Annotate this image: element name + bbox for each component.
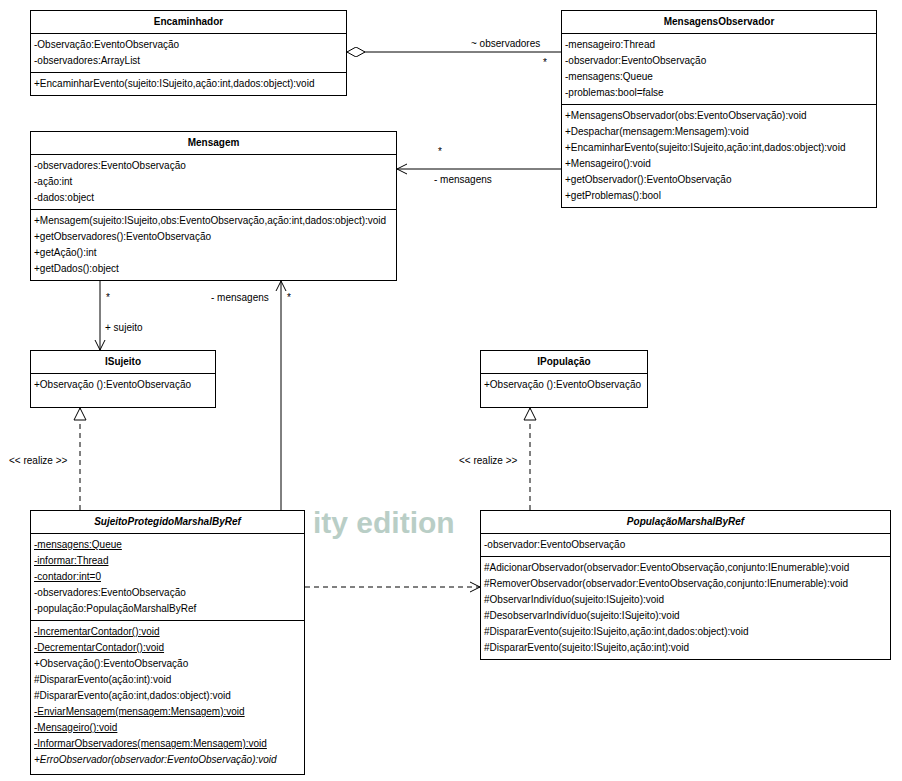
class-name-compartment: Encaminhador bbox=[31, 11, 346, 33]
multiplicity: * bbox=[437, 146, 443, 158]
class-member: +EncaminharEvento(sujeito:ISujeito,ação:… bbox=[565, 140, 845, 156]
class-member: -IncrementarContador():void bbox=[34, 624, 160, 640]
association-line bbox=[100, 281, 101, 350]
multiplicity: * bbox=[542, 57, 548, 69]
class-name: IPopulação bbox=[537, 355, 590, 369]
multiplicity: * bbox=[105, 292, 111, 304]
member-compartment: +MensagensObservador(obs:EventoObservaçã… bbox=[562, 104, 876, 207]
association-line bbox=[281, 281, 282, 510]
member-compartment: #AdicionarObservador(observador:EventoOb… bbox=[481, 556, 890, 659]
class-box: PopulaçãoMarshalByRef-observador:EventoO… bbox=[480, 510, 891, 660]
class-member: #ObservarIndivíduo(sujeito:ISujeito):voi… bbox=[484, 592, 664, 608]
class-member: -problemas:bool=false bbox=[565, 85, 664, 101]
class-member: -ação:int bbox=[34, 174, 72, 190]
multiplicity: * bbox=[286, 292, 292, 304]
member-compartment: +Observação ():EventoObservação bbox=[31, 373, 215, 407]
class-member: -Mensageiro():void bbox=[34, 720, 117, 736]
class-box: ISujeito +Observação ():EventoObservação bbox=[30, 350, 216, 408]
class-member: -mensagens:Queue bbox=[565, 69, 653, 85]
role-label: << realize >> bbox=[8, 455, 68, 467]
role-label: << realize >> bbox=[458, 455, 518, 467]
class-member: -InformarObservadores(mensagem:Mensagem)… bbox=[34, 736, 267, 752]
dependency-line bbox=[80, 408, 81, 510]
association-line bbox=[397, 169, 561, 170]
class-name-compartment: ISujeito bbox=[31, 351, 215, 373]
class-member: +EncaminharEvento(sujeito:ISujeito,ação:… bbox=[34, 76, 314, 92]
role-label: - mensagens bbox=[210, 292, 270, 304]
class-member: +getObservadores():EventoObservação bbox=[34, 229, 211, 245]
class-member: +Observação():EventoObservação bbox=[34, 656, 188, 672]
class-member: -observadores:EventoObservação bbox=[34, 585, 186, 601]
class-member: +getDados():object bbox=[34, 261, 119, 277]
class-member: +ErroObservador(observador:EventoObserva… bbox=[34, 752, 277, 768]
class-name-compartment: Mensagem bbox=[31, 132, 396, 154]
class-member: #AdicionarObservador(observador:EventoOb… bbox=[484, 560, 849, 576]
member-compartment: +Mensagem(sujeito:ISujeito,obs:EventoObs… bbox=[31, 209, 396, 280]
class-member: +Observação ():EventoObservação bbox=[484, 377, 641, 393]
role-label: + sujeito bbox=[104, 322, 144, 334]
class-name: SujeitoProtegidoMarshalByRef bbox=[94, 515, 241, 529]
class-member: -dados:object bbox=[34, 190, 94, 206]
member-compartment: -mensageiro:Thread-observador:EventoObse… bbox=[562, 33, 876, 104]
class-name: MensagensObservador bbox=[664, 15, 775, 29]
class-member: -observadores:EventoObservação bbox=[34, 158, 186, 174]
member-compartment: -IncrementarContador():void-DecrementarC… bbox=[31, 620, 304, 774]
class-member: -mensagens:Queue bbox=[34, 537, 122, 553]
class-name-compartment: MensagensObservador bbox=[562, 11, 876, 33]
class-member: +getProblemas():bool bbox=[565, 188, 661, 204]
class-name-compartment: SujeitoProtegidoMarshalByRef bbox=[31, 511, 304, 533]
class-member: -EnviarMensagem(mensagem:Mensagem):void bbox=[34, 704, 245, 720]
class-box: Encaminhador -Observação:EventoObservação… bbox=[30, 10, 347, 96]
class-member: -informar:Thread bbox=[34, 553, 108, 569]
class-member: -observadores:ArrayList bbox=[34, 53, 140, 69]
member-compartment: +Observação ():EventoObservação bbox=[481, 373, 647, 407]
class-name: PopulaçãoMarshalByRef bbox=[627, 515, 744, 529]
class-box: Mensagem-observadores:EventoObservação-a… bbox=[30, 131, 397, 281]
role-label: - mensagens bbox=[433, 174, 493, 186]
class-box: SujeitoProtegidoMarshalByRef -mensagens:Q… bbox=[30, 510, 305, 775]
class-member: #DispararEvento(sujeito:ISujeito,ação:in… bbox=[484, 640, 689, 656]
class-member: -Observação:EventoObservação bbox=[34, 37, 179, 53]
class-box: IPopulação +Observação ():EventoObservaçã… bbox=[480, 350, 648, 408]
member-compartment: -mensagens:Queue-informar:Thread-contado… bbox=[31, 533, 304, 620]
class-name: ISujeito bbox=[105, 355, 141, 369]
association-line bbox=[347, 52, 561, 53]
class-member: +Despachar(mensagem:Mensagem):void bbox=[565, 124, 749, 140]
class-member: +Observação ():EventoObservação bbox=[34, 377, 191, 393]
class-box: MensagensObservador -mensageiro:Thread-ob… bbox=[561, 10, 877, 208]
class-member: +Mensagem(sujeito:ISujeito,obs:EventoObs… bbox=[34, 213, 386, 229]
class-name-compartment: PopulaçãoMarshalByRef bbox=[481, 511, 890, 533]
class-member: -observador:EventoObservação bbox=[484, 537, 625, 553]
class-member: +MensagensObservador(obs:EventoObservaçã… bbox=[565, 108, 807, 124]
class-name-compartment: IPopulação bbox=[481, 351, 647, 373]
member-compartment: -observador:EventoObservação bbox=[481, 533, 890, 556]
class-member: -mensageiro:Thread bbox=[565, 37, 655, 53]
member-compartment: +EncaminharEvento(sujeito:ISujeito,ação:… bbox=[31, 72, 346, 95]
class-name: Encaminhador bbox=[154, 15, 223, 29]
class-member: #DispararEvento(ação:int,dados:object):v… bbox=[34, 688, 231, 704]
class-member: -população:PopulaçãoMarshalByRef bbox=[34, 601, 196, 617]
class-member: +getObservador():EventoObservação bbox=[565, 172, 731, 188]
watermark: ity edition bbox=[312, 506, 456, 540]
class-member: +getAção():int bbox=[34, 245, 97, 261]
class-member: #DesobservarIndivíduo(sujeito:ISujeito):… bbox=[484, 608, 680, 624]
dependency-line bbox=[530, 408, 531, 510]
class-member: +Mensageiro():void bbox=[565, 156, 651, 172]
class-member: -DecrementarContador():void bbox=[34, 640, 164, 656]
class-member: #DispararEvento(ação:int):void bbox=[34, 672, 171, 688]
class-name: Mensagem bbox=[188, 136, 240, 150]
class-member: #RemoverObservador(observador:EventoObse… bbox=[484, 576, 848, 592]
role-label: ~ observadores bbox=[470, 38, 541, 50]
class-member: #DispararEvento(sujeito:ISujeito,ação:in… bbox=[484, 624, 749, 640]
dependency-line bbox=[305, 587, 480, 588]
class-member: -observador:EventoObservação bbox=[565, 53, 706, 69]
class-member: -contador:int=0 bbox=[34, 569, 101, 585]
member-compartment: -observadores:EventoObservação-ação:int-… bbox=[31, 154, 396, 209]
member-compartment: -Observação:EventoObservação-observadore… bbox=[31, 33, 346, 72]
